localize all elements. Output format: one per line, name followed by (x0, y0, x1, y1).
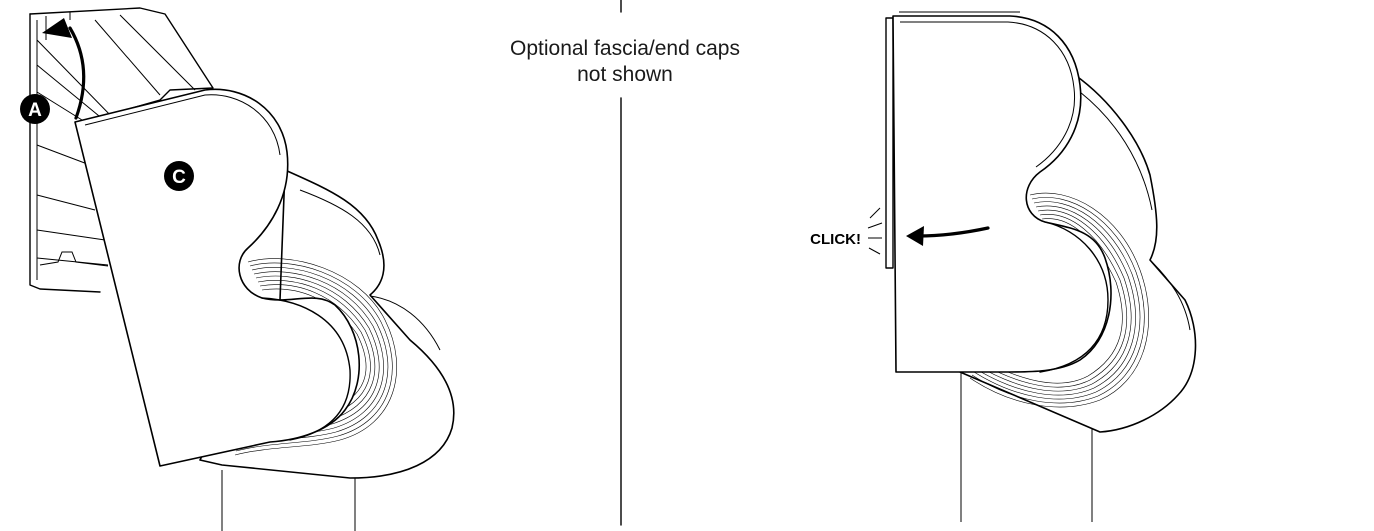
click-label: CLICK! (810, 231, 861, 248)
left-figure: A C (20, 8, 454, 531)
badge-a-label: A (28, 100, 42, 121)
caption-note: Optional fascia/end caps not shown (455, 36, 795, 88)
click-burst-icon (868, 208, 882, 254)
badge-c: C (164, 161, 194, 191)
caption-line-2: not shown (455, 62, 795, 88)
caption-line-1: Optional fascia/end caps (455, 36, 795, 62)
right-figure: CLICK! (810, 12, 1195, 522)
badge-c-label: C (172, 167, 186, 188)
badge-a: A (20, 94, 50, 124)
